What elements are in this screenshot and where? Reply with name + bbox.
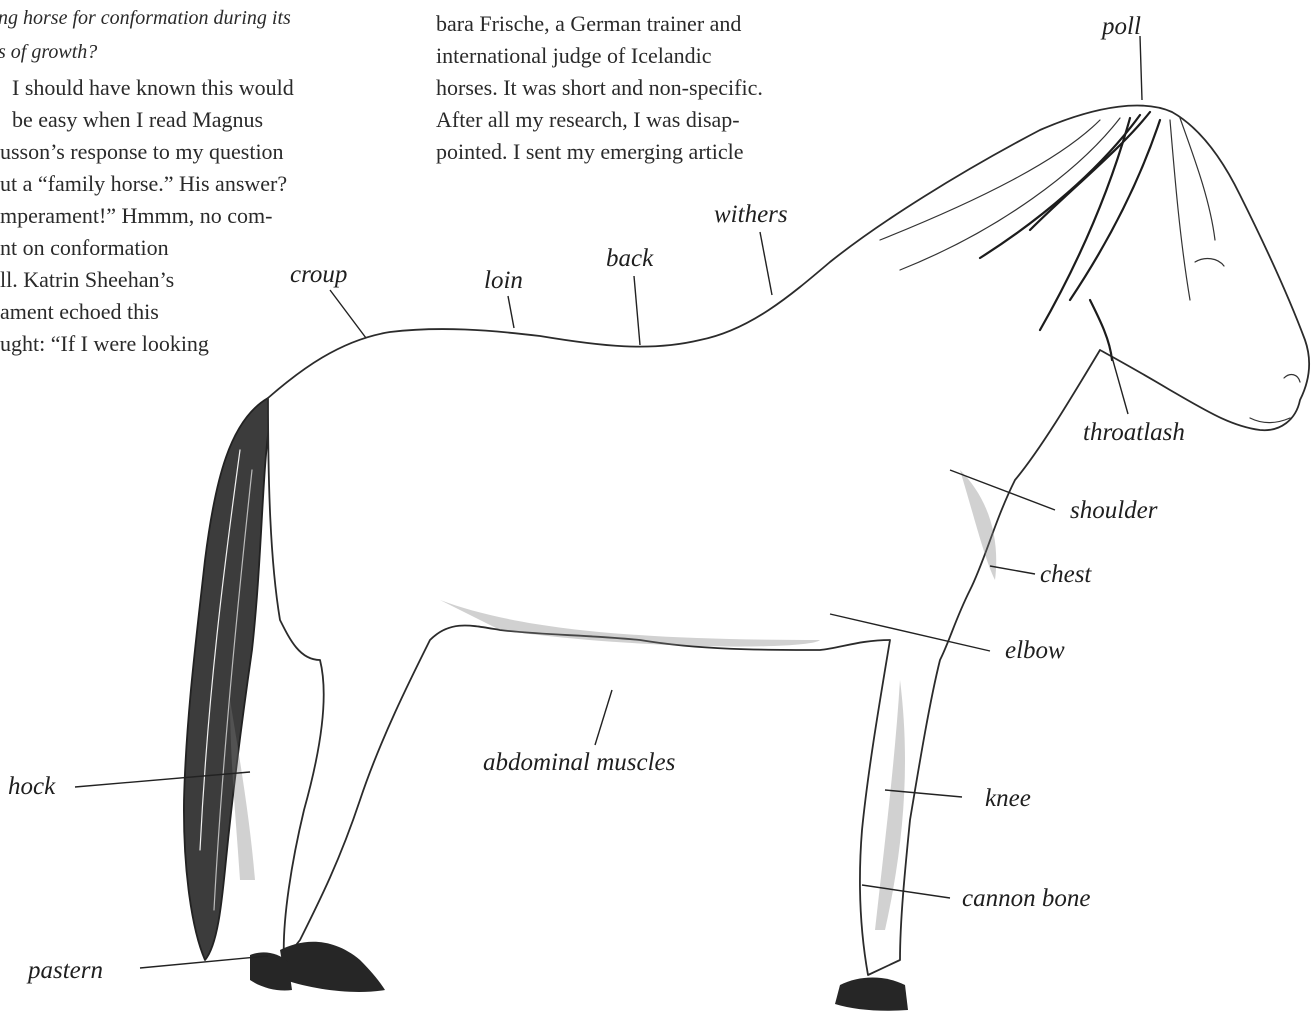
label-withers: withers: [714, 201, 788, 228]
front-hoof: [835, 978, 908, 1011]
label-knee: knee: [985, 785, 1031, 812]
abdominal-muscles-leader: [595, 690, 612, 745]
back-leader: [634, 276, 640, 345]
horse-body-outline: [268, 106, 1309, 975]
label-back: back: [606, 245, 654, 272]
label-shoulder: shoulder: [1070, 497, 1158, 524]
withers-leader: [760, 232, 772, 295]
label-abdominal-muscles: abdominal muscles: [483, 749, 675, 776]
chest-leader: [990, 566, 1035, 574]
label-chest: chest: [1040, 561, 1092, 588]
label-croup: croup: [290, 261, 347, 288]
hind-hoof: [280, 942, 385, 992]
label-throatlash: throatlash: [1083, 419, 1185, 446]
label-loin: loin: [484, 267, 523, 294]
loin-leader: [508, 296, 514, 328]
croup-leader: [330, 290, 366, 338]
label-hock: hock: [8, 773, 56, 800]
label-cannon-bone: cannon bone: [962, 885, 1090, 912]
poll-leader: [1140, 36, 1142, 100]
label-poll: poll: [1100, 13, 1141, 40]
label-pastern: pastern: [26, 957, 103, 984]
tail-illustration: [184, 398, 270, 960]
hind-leg-shading: [230, 700, 255, 880]
label-elbow: elbow: [1005, 637, 1065, 664]
